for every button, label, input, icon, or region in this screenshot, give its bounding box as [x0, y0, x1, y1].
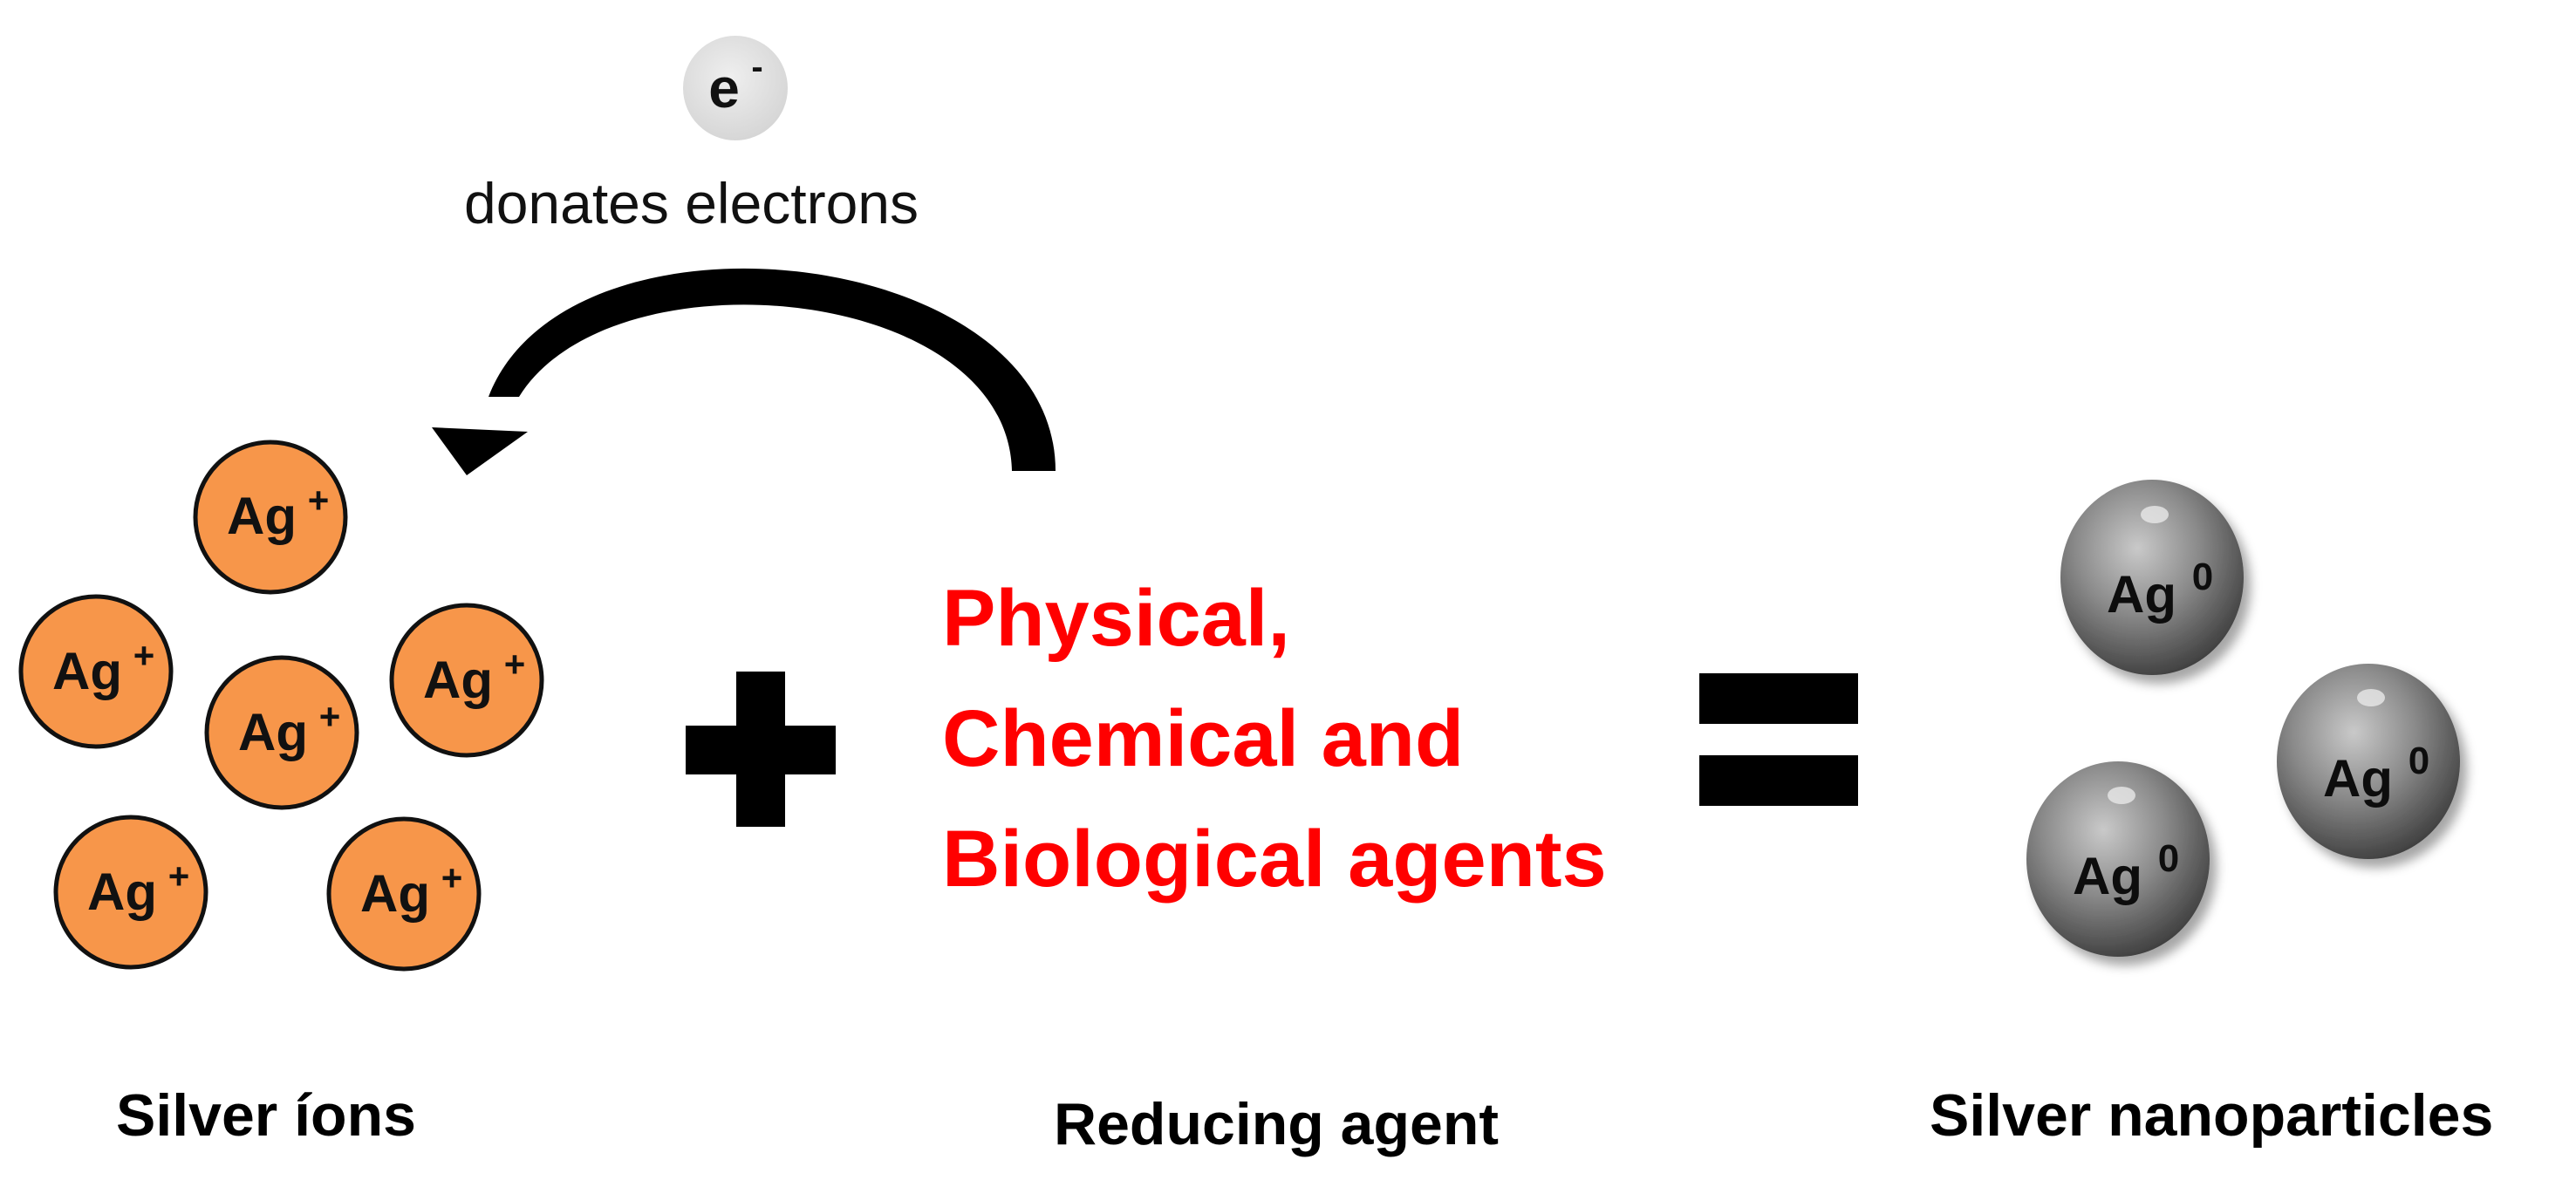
silver-ion: Ag +: [326, 816, 482, 972]
svg-text:0: 0: [2192, 556, 2213, 598]
svg-text:+: +: [504, 644, 526, 685]
silver-ion: Ag +: [204, 655, 359, 810]
agent-line-chemical: Chemical and: [942, 694, 1465, 783]
svg-text:Ag: Ag: [238, 703, 308, 761]
svg-text:Ag: Ag: [2323, 749, 2393, 808]
svg-text:Ag: Ag: [2073, 847, 2142, 905]
silver-nanoparticles-cluster: Ag 0 Ag 0 Ag 0: [2026, 480, 2460, 957]
svg-text:0: 0: [2409, 740, 2429, 782]
silver-nanoparticle: Ag 0: [2026, 761, 2210, 957]
silver-ion: Ag +: [18, 594, 174, 749]
plus-sign: [686, 672, 836, 827]
silver-nanoparticle: Ag 0: [2277, 664, 2460, 859]
svg-text:Ag: Ag: [360, 864, 430, 923]
donates-electrons-label: donates electrons: [464, 171, 919, 235]
agent-line-biological: Biological agents: [942, 815, 1607, 904]
electron-circle: [683, 36, 788, 140]
equals-sign: [1699, 673, 1858, 806]
svg-text:Ag: Ag: [52, 642, 122, 700]
electron-symbol: e: [708, 57, 740, 119]
svg-text:Ag: Ag: [87, 863, 157, 921]
reducing-agent-caption: Reducing agent: [1054, 1091, 1500, 1157]
silver-ion: Ag +: [389, 603, 544, 758]
electron-transfer-arrow: [432, 268, 1056, 475]
svg-text:+: +: [308, 480, 330, 521]
electron-charge: -: [751, 48, 762, 86]
silver-ions-caption: Silver íons: [116, 1082, 416, 1149]
svg-text:+: +: [168, 856, 190, 897]
svg-text:Ag: Ag: [423, 651, 493, 709]
svg-text:Ag: Ag: [2107, 565, 2176, 624]
silver-ion: Ag +: [193, 440, 348, 595]
electron-badge: e -: [683, 36, 788, 140]
svg-text:Ag: Ag: [227, 487, 297, 545]
agent-line-physical: Physical,: [942, 574, 1290, 663]
silver-nanoparticles-caption: Silver nanoparticles: [1930, 1082, 2494, 1149]
silver-ions-cluster: Ag + Ag + Ag + Ag + Ag +: [18, 440, 544, 972]
svg-text:+: +: [319, 696, 341, 737]
reducing-agent-types: Physical, Chemical and Biological agents: [942, 558, 1607, 919]
svg-text:+: +: [133, 635, 155, 676]
svg-text:+: +: [441, 857, 463, 898]
svg-text:0: 0: [2158, 837, 2179, 880]
silver-nanoparticle: Ag 0: [2060, 480, 2244, 675]
silver-ion: Ag +: [53, 815, 208, 970]
